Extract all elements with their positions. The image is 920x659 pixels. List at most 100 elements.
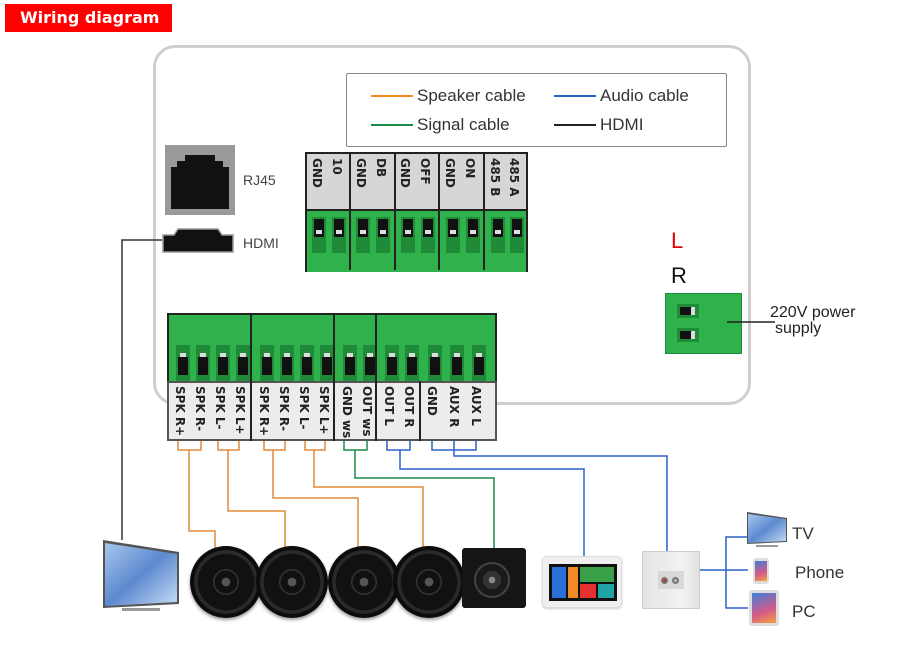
audio-cable: [431, 441, 668, 551]
pin-label: SPK R+: [173, 386, 187, 437]
terminal-slot[interactable]: [385, 345, 399, 381]
terminal-slot[interactable]: [363, 345, 377, 381]
pin-label: GND: [398, 158, 412, 188]
terminal-slot[interactable]: [401, 217, 415, 253]
control-terminal-block: GND 10 GND DB GND OFF GND ON 485 B 485 A: [305, 152, 528, 272]
hdmi-cable-swatch: [554, 124, 596, 126]
pin-label: SPK L-: [213, 386, 227, 430]
group-divider: [349, 154, 351, 270]
power-supply-line2: supply: [775, 320, 822, 337]
pin-label: SPK L+: [233, 386, 247, 435]
pin-label: ON: [463, 158, 477, 179]
legend-label: Speaker cable: [417, 86, 526, 105]
legend-item-audio-cable: Audio cable: [554, 86, 689, 106]
tablet-pc-icon: [749, 590, 779, 626]
diagram-title: Wiring diagram: [5, 4, 172, 32]
terminal-slot[interactable]: [428, 345, 442, 381]
group-divider: [375, 313, 377, 441]
group-divider: [394, 154, 396, 270]
power-supply-label: 220V power supply: [770, 305, 855, 337]
pin-label: OUT R: [402, 386, 416, 428]
tv-label: TV: [792, 524, 814, 543]
terminal-slot[interactable]: [280, 345, 294, 381]
power-supply-line1: 220V power: [770, 304, 856, 321]
speaker-cable: [177, 441, 216, 548]
audio-terminal-block: SPK R+ SPK R- SPK L- SPK L+ SPK R+ SPK R…: [167, 313, 497, 441]
terminal-slot[interactable]: [450, 345, 464, 381]
pin-label: SPK L+: [317, 386, 331, 435]
legend-item-signal-cable: Signal cable: [371, 115, 510, 135]
speaker-icon: [256, 546, 328, 618]
hdmi-port-icon: [162, 228, 234, 253]
pin-label: GND: [425, 386, 439, 416]
pin-label: 485 B: [488, 158, 502, 197]
terminal-slot[interactable]: [405, 345, 419, 381]
terminal-slot[interactable]: [320, 345, 334, 381]
terminal-slot[interactable]: [472, 345, 486, 381]
rj45-port: [165, 145, 235, 215]
pin-label: SPK R-: [277, 386, 291, 432]
rj45-label: RJ45: [243, 172, 276, 188]
subwoofer-icon: [462, 548, 526, 608]
power-slot[interactable]: [677, 328, 699, 342]
phone-label: Phone: [795, 563, 845, 582]
terminal-slot[interactable]: [510, 217, 524, 253]
terminal-slot[interactable]: [260, 345, 274, 381]
speaker-cable: [217, 441, 286, 548]
signal-cable-swatch: [371, 124, 413, 126]
pin-label: DB: [374, 158, 388, 178]
pin-label: OFF: [418, 158, 432, 185]
terminal-slot[interactable]: [343, 345, 357, 381]
terminal-slot[interactable]: [356, 217, 370, 253]
group-divider: [250, 313, 252, 441]
pin-label: 485 A: [507, 158, 521, 197]
terminal-slot[interactable]: [332, 217, 346, 253]
legend-item-speaker-cable: Speaker cable: [371, 86, 526, 106]
legend: Speaker cable Audio cable Signal cable H…: [346, 73, 727, 147]
audio-cable: [700, 536, 748, 609]
white-jack: [672, 577, 679, 584]
terminal-slot[interactable]: [466, 217, 480, 253]
red-jack: [661, 577, 668, 584]
pin-label: SPK R-: [193, 386, 207, 432]
terminal-slot[interactable]: [300, 345, 314, 381]
group-divider: [419, 381, 421, 441]
signal-cable: [343, 441, 495, 548]
speaker-cable: [304, 441, 424, 548]
pc-label: PC: [792, 602, 816, 621]
pin-label: GND: [310, 158, 324, 188]
power-label-l: L: [671, 228, 684, 253]
terminal-slot[interactable]: [376, 217, 390, 253]
terminal-slot[interactable]: [176, 345, 190, 381]
terminal-slot[interactable]: [446, 217, 460, 253]
terminal-slot[interactable]: [196, 345, 210, 381]
pin-label: OUT ws: [360, 386, 374, 437]
terminal-slot[interactable]: [421, 217, 435, 253]
pin-label: GND: [354, 158, 368, 188]
rj45-icon: [171, 155, 229, 209]
pin-label: GND: [443, 158, 457, 188]
speaker-icon: [328, 546, 400, 618]
tv-source-icon: [747, 512, 787, 547]
pin-label: SPK R+: [257, 386, 271, 437]
terminal-slot[interactable]: [312, 217, 326, 253]
legend-label: HDMI: [600, 115, 644, 134]
terminal-slot[interactable]: [236, 345, 250, 381]
tv-icon: [103, 540, 179, 611]
pin-label: 10: [330, 158, 344, 175]
speaker-icon: [190, 546, 262, 618]
control-terminal-sockets: [307, 211, 526, 272]
group-divider: [333, 313, 335, 441]
speaker-cable: [263, 441, 359, 548]
terminal-slot[interactable]: [491, 217, 505, 253]
pin-label: AUX L: [469, 386, 483, 426]
power-label-r: R: [671, 263, 687, 288]
phone-icon: [753, 558, 769, 584]
speaker-icon: [393, 546, 465, 618]
power-slot[interactable]: [677, 304, 699, 318]
terminal-slot[interactable]: [216, 345, 230, 381]
legend-item-hdmi: HDMI: [554, 115, 643, 135]
audio-terminal-labels: SPK R+ SPK R- SPK L- SPK L+ SPK R+ SPK R…: [167, 381, 497, 441]
pin-label: AUX R: [447, 386, 461, 428]
hdmi-label: HDMI: [243, 235, 279, 251]
